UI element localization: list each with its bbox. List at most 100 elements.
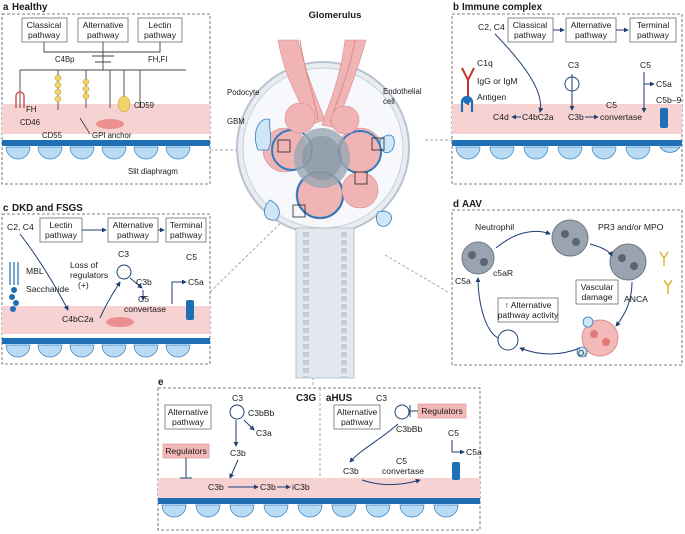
e-c3g-title: C3G	[296, 393, 317, 404]
e-c3b-mid: C3b	[230, 448, 246, 458]
e-c3-right: C3	[376, 393, 387, 403]
a-cd59: CD59	[134, 101, 154, 110]
c-c5conv-line1: C5	[138, 294, 149, 304]
c-lectin-line1: Lectin	[50, 220, 73, 230]
c-terminal-line1: Terminal	[170, 220, 203, 230]
panel-c-dkd-fsgs: c DKD and FSGS C2, C4 Lectin pathway Alt…	[1, 203, 211, 365]
gbm-label: GBM	[227, 117, 245, 126]
e-c3-left: C3	[232, 393, 243, 403]
endothelial-label-line2: cell	[383, 97, 395, 106]
b-c1q: C1q	[477, 58, 493, 68]
b-c4bc2a: C4bC2a	[522, 112, 554, 122]
e-alt-left-line1: Alternative	[168, 407, 209, 417]
a-classical-line1: Classical	[27, 20, 61, 30]
a-alternative-line1: Alternative	[83, 20, 124, 30]
c-terminal-line2: pathway	[170, 230, 203, 240]
c-c5: C5	[186, 252, 197, 262]
a-cd46: CD46	[20, 118, 40, 127]
c-alternative-line2: pathway	[117, 230, 150, 240]
e-ahus-title: aHUS	[326, 393, 353, 404]
d-c5ar: c5aR	[493, 268, 513, 278]
e-alt-left-line2: pathway	[172, 417, 205, 427]
a-c4bp: C4Bp	[55, 55, 75, 64]
e-alt-right-line1: Alternative	[337, 407, 378, 417]
podocyte-label: Podocyte	[227, 88, 260, 97]
e-c5: C5	[448, 428, 459, 438]
panel-a-letter: a	[3, 2, 9, 13]
b-c3: C3	[568, 60, 579, 70]
d-vascular-line2: damage	[581, 292, 612, 302]
panel-d-title: AAV	[462, 199, 482, 210]
d-anca: ANCA	[624, 294, 648, 304]
a-alternative-line2: pathway	[87, 30, 120, 40]
d-o2: O₂	[578, 349, 587, 358]
e-c3bbb-left: C3bBb	[248, 408, 274, 418]
panel-d-aav: d AAV Neutrophil C5a c5aR PR3 and/or MPO…	[451, 199, 683, 366]
panel-b-letter: b	[453, 2, 459, 13]
b-c5conv-line2: convertase	[600, 112, 642, 122]
a-gpi: GPI anchor	[92, 131, 132, 140]
b-c5: C5	[640, 60, 651, 70]
e-c5conv-line2: convertase	[382, 466, 424, 476]
panel-e-c3g-ahus: e C3G aHUS C3 C3bBb Alternative pathway …	[157, 377, 482, 531]
e-regulators-left: Regulators	[165, 446, 207, 456]
b-terminal-line1: Terminal	[637, 20, 670, 30]
panel-e-letter: e	[158, 377, 164, 388]
e-c3b-right: C3b	[343, 466, 359, 476]
d-pr3: PR3 and/or MPO	[598, 222, 664, 232]
e-c3b-low: C3b	[208, 482, 224, 492]
panel-c-title: DKD and FSGS	[12, 203, 83, 214]
b-c3b: C3b	[568, 112, 584, 122]
c-c3b: C3b	[136, 277, 152, 287]
d-alt-line1: ↑ Alternative	[505, 300, 552, 310]
a-fhfi: FH,FI	[148, 55, 168, 64]
a-slit: Slit diaphragm	[128, 167, 178, 176]
b-antigen: Antigen	[477, 92, 506, 102]
glomerulus-illustration: Glomerulus Podocyte GBM Endothelial cell	[209, 10, 452, 385]
d-alt-line2: pathway activity	[498, 310, 559, 320]
b-c5a: C5a	[656, 79, 672, 89]
panel-d-letter: d	[453, 199, 459, 210]
e-alt-right-line2: pathway	[341, 417, 374, 427]
e-c3bbb-right: C3bBb	[396, 424, 422, 434]
glomerulus-title: Glomerulus	[309, 10, 362, 21]
c-c5a: C5a	[188, 277, 204, 287]
b-c5conv-line1: C5	[606, 100, 617, 110]
c-c5conv-line2: convertase	[124, 304, 166, 314]
d-vascular-line1: Vascular	[581, 282, 614, 292]
e-ic3b: iC3b	[292, 482, 310, 492]
a-lectin-line2: pathway	[144, 30, 177, 40]
b-classical-line2: pathway	[514, 30, 547, 40]
b-c2c4: C2, C4	[478, 22, 505, 32]
b-c5b9: C5b–9	[656, 95, 682, 105]
panel-a-healthy: a Healthy Classical pathway Alternative …	[1, 2, 211, 185]
panel-b-immune-complex: b Immune complex C2, C4 Classical pathwa…	[451, 2, 683, 185]
panel-c-letter: c	[3, 203, 9, 214]
b-igg: IgG or IgM	[477, 76, 518, 86]
c-loss-line2: regulators	[70, 270, 108, 280]
e-c5conv-line1: C5	[396, 456, 407, 466]
b-terminal-line2: pathway	[637, 30, 670, 40]
a-lectin-line1: Lectin	[149, 20, 172, 30]
c-saccharide: Saccharide	[26, 284, 69, 294]
a-classical-line2: pathway	[28, 30, 61, 40]
b-alternative-line2: pathway	[575, 30, 608, 40]
a-fh: FH	[26, 105, 36, 114]
c-c2c4: C2, C4	[7, 222, 34, 232]
panel-a-title: Healthy	[12, 2, 48, 13]
d-c5a: C5a	[455, 276, 471, 286]
b-alternative-line1: Alternative	[571, 20, 612, 30]
endothelial-label-line1: Endothelial	[383, 87, 422, 96]
c-loss-line1: Loss of	[70, 260, 98, 270]
e-c5a: C5a	[466, 447, 482, 457]
c-c3: C3	[118, 249, 129, 259]
panel-b-title: Immune complex	[462, 2, 543, 13]
e-regulators-right: Regulators	[421, 406, 463, 416]
c-mbl: MBL	[26, 266, 44, 276]
b-classical-line1: Classical	[513, 20, 547, 30]
e-c3a: C3a	[256, 428, 272, 438]
c-c4bc2a: C4bC2a	[62, 314, 94, 324]
a-cd55: CD55	[42, 131, 63, 140]
b-c4d: C4d	[493, 112, 509, 122]
